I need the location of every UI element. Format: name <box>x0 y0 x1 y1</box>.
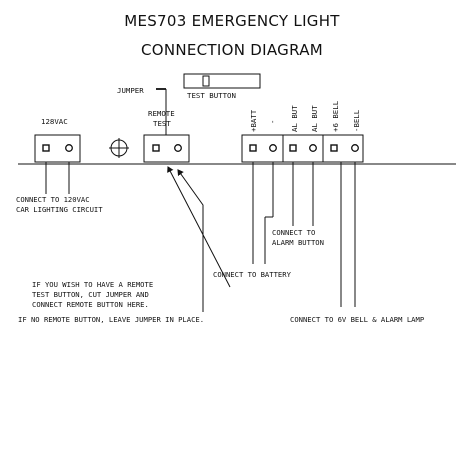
note-remote-3: CONNECT REMOTE BUTTON HERE. <box>32 300 149 309</box>
bell-pos-terminal <box>330 144 338 152</box>
batt-neg-label: - <box>268 120 277 124</box>
batt-pos-label: +BATT <box>249 109 258 132</box>
note-alarm-1: CONNECT TO <box>272 228 315 237</box>
test-button[interactable] <box>183 73 261 89</box>
vac-label: 128VAC <box>41 117 68 126</box>
alarm-terminal-1 <box>289 144 297 152</box>
diagram-subtitle: CONNECTION DIAGRAM <box>140 41 324 59</box>
note-remote-4: IF NO REMOTE BUTTON, LEAVE JUMPER IN PLA… <box>18 315 204 324</box>
alarm-button-label-2: AL BUT <box>310 105 319 132</box>
note-120vac-1: CONNECT TO 120VAC <box>16 195 90 204</box>
note-remote-2: TEST BUTTON, CUT JUMPER AND <box>32 290 149 299</box>
vac-terminal-round <box>65 144 73 152</box>
bell-pos-label: +6 BELL <box>331 100 340 132</box>
remote-label-1: REMOTE <box>148 109 175 118</box>
vac-terminal-block <box>34 134 81 163</box>
note-alarm-2: ALARM BUTTON <box>272 238 324 247</box>
remote-terminal-square <box>152 144 160 152</box>
batt-neg-terminal <box>269 144 277 152</box>
note-120vac-2: CAR LIGHTING CIRCUIT <box>16 205 103 214</box>
remote-terminal-round <box>174 144 182 152</box>
test-button-knob <box>202 75 210 87</box>
note-battery: CONNECT TO BATTERY <box>213 270 292 279</box>
note-remote-1: IF YOU WISH TO HAVE A REMOTE <box>32 280 153 289</box>
diagram-title: MES703 EMERGENCY LIGHT <box>124 12 340 30</box>
vac-terminal-square <box>42 144 50 152</box>
test-button-label: TEST BUTTON <box>187 91 236 100</box>
jumper-label: JUMPER <box>117 86 144 95</box>
bell-neg-label: -BELL <box>352 109 361 132</box>
note-bell: CONNECT TO 6V BELL & ALARM LAMP <box>290 315 424 324</box>
terminal-strip <box>241 134 364 163</box>
alarm-terminal-2 <box>309 144 317 152</box>
batt-pos-terminal <box>249 144 257 152</box>
remote-terminal-block <box>143 134 190 163</box>
remote-label-2: TEST <box>153 119 171 128</box>
bell-neg-terminal <box>351 144 359 152</box>
alarm-button-label-1: AL BUT <box>290 105 299 132</box>
